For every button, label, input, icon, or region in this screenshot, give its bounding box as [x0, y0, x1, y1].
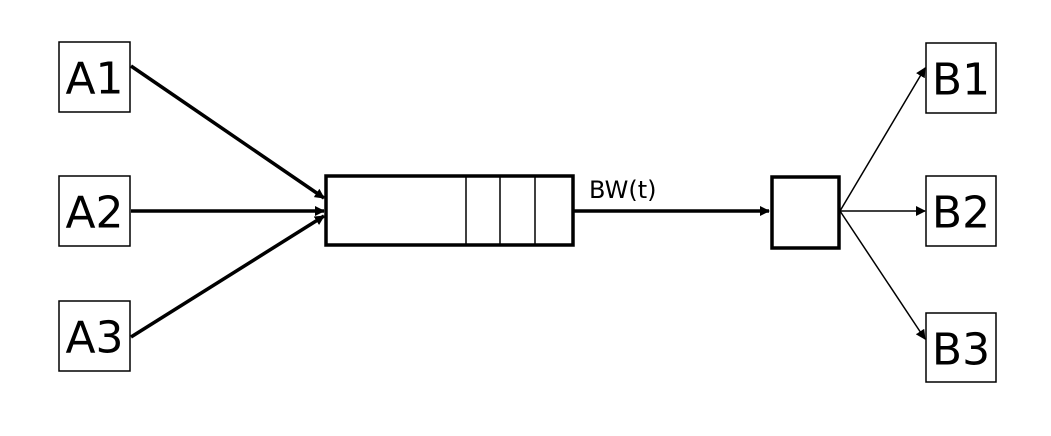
destination-label-b3: B3 — [932, 325, 990, 376]
destination-node-b2: B2 — [925, 175, 997, 247]
arrow-to-b3 — [839, 210, 926, 340]
destination-label-b1: B1 — [932, 55, 990, 106]
source-node-a3: A3 — [58, 300, 131, 372]
receiver-node — [770, 175, 841, 250]
source-label-a2: A2 — [65, 188, 123, 239]
source-node-a2: A2 — [58, 175, 131, 247]
destination-label-b2: B2 — [932, 188, 990, 239]
source-label-a3: A3 — [65, 313, 123, 364]
destination-node-b3: B3 — [925, 312, 997, 383]
destination-node-b1: B1 — [925, 42, 997, 114]
arrow-a3-to-queue — [130, 214, 325, 339]
arrow-to-b1 — [839, 67, 926, 212]
queue-buffer — [324, 174, 575, 247]
arrow-a1-to-queue — [130, 64, 325, 200]
link-bandwidth-label: BW(t) — [589, 176, 656, 204]
source-label-a1: A1 — [65, 54, 123, 105]
source-node-a1: A1 — [58, 41, 131, 113]
